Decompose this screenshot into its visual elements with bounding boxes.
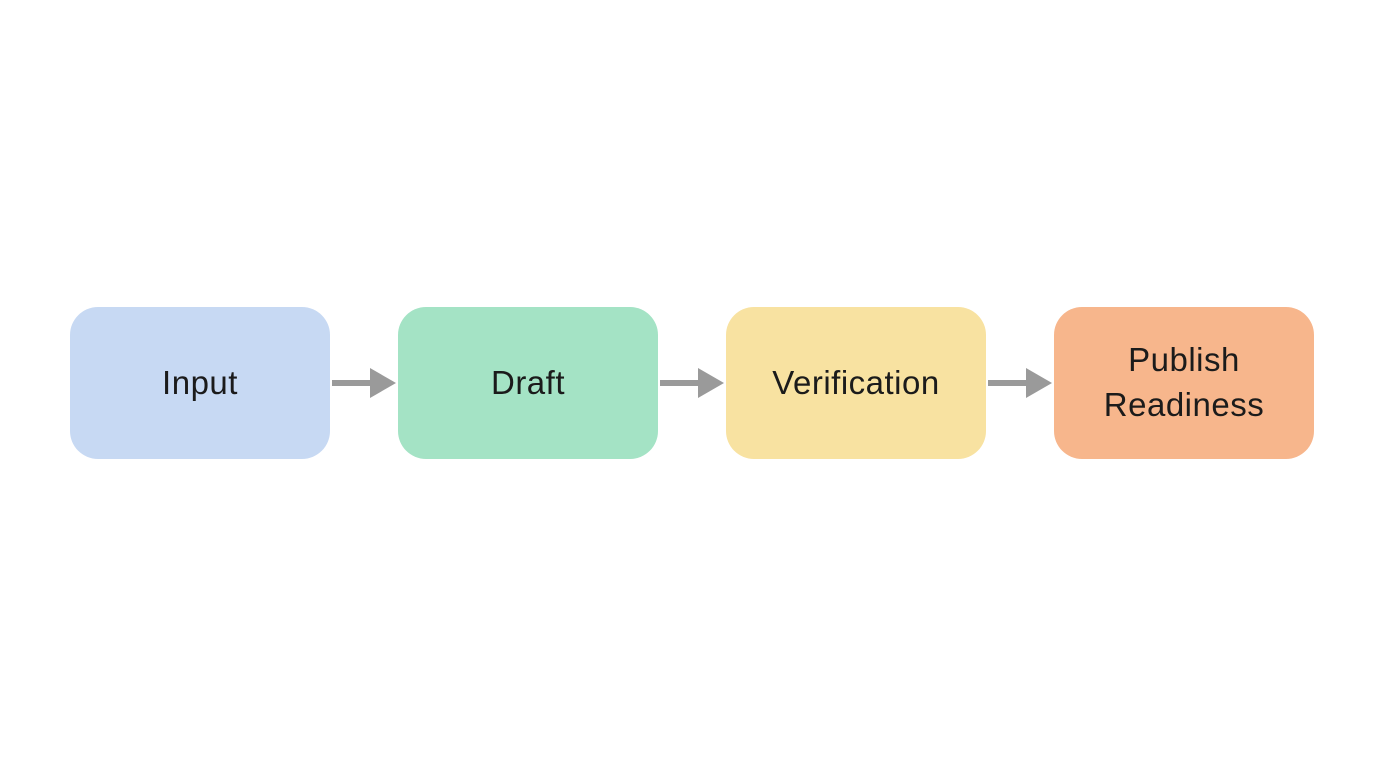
arrow-right-icon	[986, 367, 1054, 399]
arrow-head	[1026, 368, 1052, 398]
flow-node-verification-label: Verification	[772, 363, 940, 401]
flow-node-publish-readiness: Publish Readiness	[1054, 307, 1314, 459]
flow-node-input-label: Input	[162, 363, 238, 401]
flow-node-input: Input	[70, 307, 330, 459]
flow-node-verification: Verification	[726, 307, 986, 459]
arrow-shaft	[988, 380, 1026, 386]
arrow-head	[698, 368, 724, 398]
flow-node-draft: Draft	[398, 307, 658, 459]
arrow-head	[370, 368, 396, 398]
flow-node-draft-label: Draft	[490, 363, 565, 401]
flow-node-publish-readiness-label: Publish Readiness	[1103, 341, 1265, 423]
arrow-shaft	[332, 380, 370, 386]
arrow-right-icon	[658, 367, 726, 399]
flowchart: Input Draft Verification Publish Readine…	[70, 307, 1314, 459]
arrow-right-icon	[330, 367, 398, 399]
arrow-shaft	[660, 380, 698, 386]
